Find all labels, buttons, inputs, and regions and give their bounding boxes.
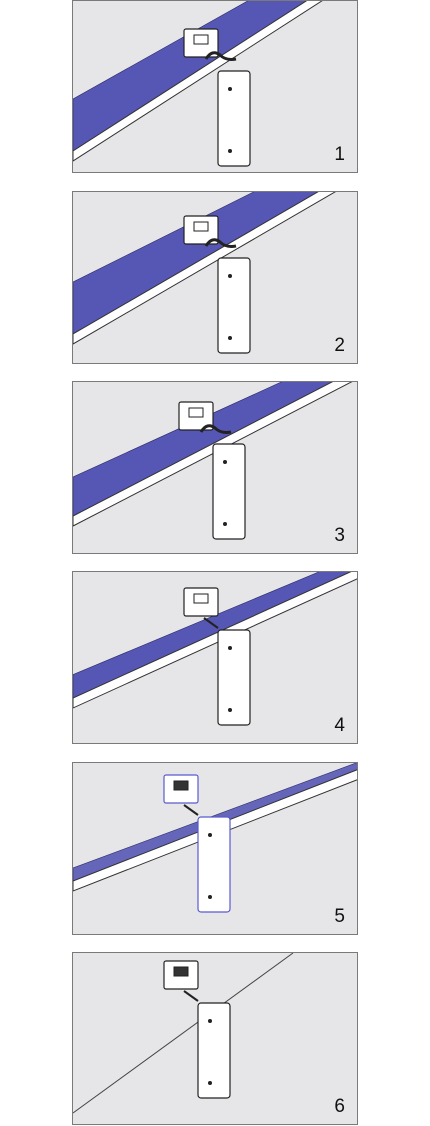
clip-body — [197, 1002, 231, 1099]
step-number: 4 — [334, 715, 345, 736]
step-panel-5: 5 — [72, 762, 358, 935]
step-panel-6: 6 — [72, 952, 358, 1125]
step-illustration-2 — [73, 192, 336, 354]
spring-coil — [204, 238, 237, 248]
rivet-top — [208, 1019, 212, 1023]
spring-coil — [204, 51, 237, 61]
rivet-top — [208, 833, 212, 837]
rail-line — [73, 953, 294, 1114]
clip-body — [217, 257, 251, 354]
step-illustration-5 — [73, 763, 357, 913]
step-panel-4: 4 — [72, 571, 358, 744]
clip-latch — [183, 990, 199, 1002]
step-illustration-3 — [73, 382, 353, 540]
clip-latch — [183, 804, 199, 816]
clip-body — [212, 443, 246, 540]
rivet-top — [223, 460, 227, 464]
clip-latch — [203, 617, 219, 629]
step-number: 5 — [334, 906, 345, 927]
rail — [73, 1, 323, 162]
step-number: 6 — [334, 1096, 345, 1117]
rivet-top — [228, 87, 232, 91]
clip-slot — [173, 780, 189, 791]
rivet-bottom — [228, 336, 232, 340]
rivet-bottom — [208, 895, 212, 899]
rivet-top — [228, 274, 232, 278]
clip-slot — [193, 593, 209, 604]
step-number: 2 — [334, 335, 345, 356]
clip-slot — [193, 221, 209, 232]
step-illustration-4 — [73, 572, 357, 726]
step-illustration-6 — [73, 953, 294, 1114]
clip-slot — [193, 34, 209, 45]
rivet-bottom — [228, 708, 232, 712]
clip-body — [217, 70, 251, 167]
clip-slot — [188, 407, 204, 418]
rivet-top — [228, 646, 232, 650]
step-panel-3: 3 — [72, 381, 358, 554]
spring-coil — [199, 424, 232, 434]
clip-body — [217, 629, 251, 726]
rail — [73, 192, 336, 345]
step-number: 3 — [334, 525, 345, 546]
rivet-bottom — [223, 522, 227, 526]
clip-body — [197, 816, 231, 913]
step-illustration-1 — [73, 1, 323, 167]
step-panel-1: 1 — [72, 0, 358, 173]
rivet-bottom — [208, 1081, 212, 1085]
rail — [73, 382, 353, 527]
rivet-bottom — [228, 149, 232, 153]
step-panel-2: 2 — [72, 191, 358, 364]
step-number: 1 — [334, 144, 345, 165]
rail — [73, 572, 357, 709]
clip-slot — [173, 966, 189, 977]
